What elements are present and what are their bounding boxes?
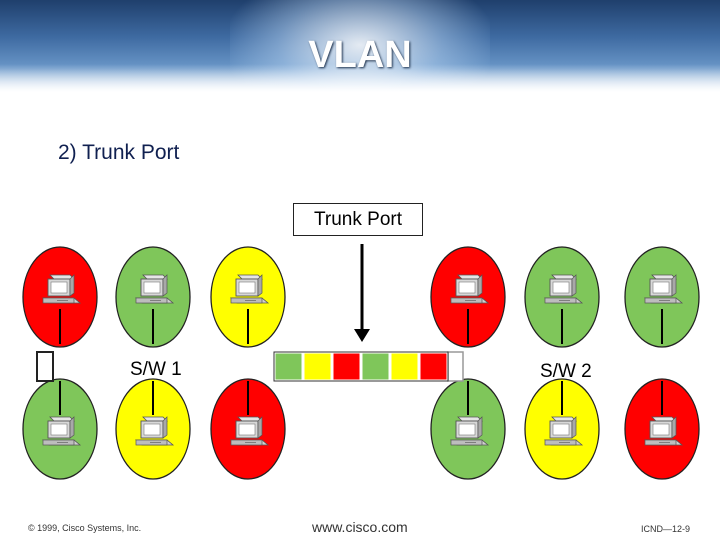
hosts-layer — [22, 246, 700, 480]
vlan-membership-ellipse — [115, 246, 191, 348]
trunk-segment-green — [361, 352, 390, 381]
arrow-icon — [354, 244, 370, 342]
footer-slide-ref: ICND—12-9 — [641, 524, 691, 534]
host-sw2-bottom-1 — [430, 378, 506, 480]
host-sw1-bottom-1 — [22, 378, 98, 480]
footer-copyright: © 1999, Cisco Systems, Inc. — [28, 523, 142, 533]
host-sw1-top-3 — [210, 246, 286, 348]
host-sw1-bottom-3 — [210, 378, 286, 480]
host-sw1-bottom-2 — [115, 378, 191, 480]
port-icon — [447, 351, 464, 382]
host-sw2-top-3 — [624, 246, 700, 348]
trunk-segment-red — [419, 352, 448, 381]
trunk-outline — [273, 351, 449, 382]
host-sw1-top-1 — [22, 246, 98, 348]
trunk-segment-red — [332, 352, 361, 381]
vlan-membership-ellipse — [524, 246, 600, 348]
header-banner — [0, 0, 720, 92]
switch-label-sw2: S/W 2 — [540, 361, 592, 382]
slide-subtitle: 2) Trunk Port — [58, 141, 180, 164]
trunk-segment-green — [274, 352, 303, 381]
trunk-cable — [273, 351, 449, 382]
vlan-membership-ellipse — [210, 246, 286, 348]
vlan-membership-ellipse — [22, 246, 98, 348]
vlan-membership-ellipse — [624, 246, 700, 348]
vlan-membership-ellipse — [430, 246, 506, 348]
trunk-segment-yellow — [303, 352, 332, 381]
trunk-segment-yellow — [390, 352, 419, 381]
footer-website[interactable]: www.cisco.com — [312, 519, 408, 535]
port-icon — [36, 351, 54, 382]
host-sw2-top-2 — [524, 246, 600, 348]
host-sw2-top-1 — [430, 246, 506, 348]
switch-label-sw1: S/W 1 — [130, 359, 182, 380]
host-sw1-top-2 — [115, 246, 191, 348]
slide-title: VLAN — [308, 34, 412, 76]
header-fade — [0, 64, 720, 92]
host-sw2-bottom-3 — [624, 378, 700, 480]
trunk-port-callout: Trunk Port — [293, 203, 423, 236]
host-sw2-bottom-2 — [524, 378, 600, 480]
